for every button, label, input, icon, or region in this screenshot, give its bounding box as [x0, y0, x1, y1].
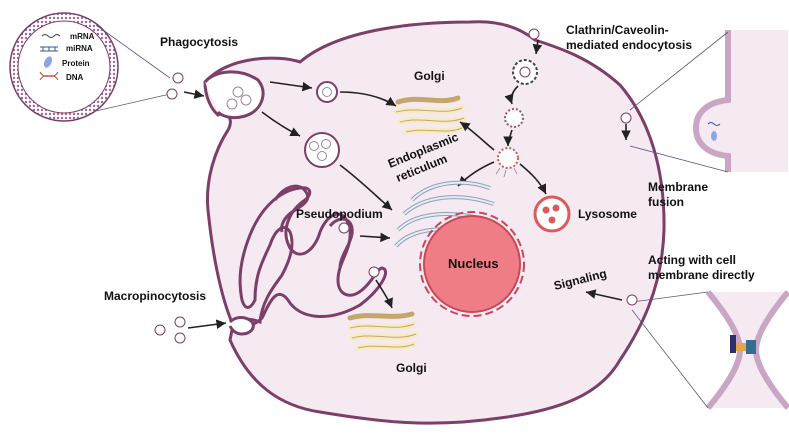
- nuclear-envelope: [419, 211, 525, 317]
- extracellular-vesicle: [172, 72, 184, 84]
- lysosome: [533, 195, 571, 233]
- protein-icon: [43, 56, 53, 68]
- endosome: [497, 147, 519, 169]
- membrane-fusion-label-line2: fusion: [648, 195, 684, 209]
- golgi-bottom-label: Golgi: [396, 361, 427, 375]
- clathrin-label-line2: mediated endocytosis: [566, 38, 692, 52]
- ligand-icon: [736, 343, 746, 351]
- phagocytic-particle: [226, 98, 238, 110]
- coated-vesicle: [504, 108, 524, 128]
- pseudopodium-arm: [328, 217, 354, 269]
- pseudopodium-arm: [273, 184, 310, 233]
- macropinocytosis-label: Macropinocytosis: [104, 289, 206, 303]
- legend-mrna-item: mRNA: [41, 32, 95, 41]
- trapped-vesicle: [338, 222, 350, 234]
- nucleus: [423, 215, 521, 313]
- receptor-icon: [730, 335, 736, 353]
- lysosome-content: [548, 216, 556, 224]
- extracellular-vesicle: [154, 324, 166, 336]
- legend-dna-item: DNA: [39, 71, 84, 82]
- extracellular-vesicle: [174, 332, 186, 344]
- signaling-vesicle: [626, 294, 638, 306]
- legend-mirna-item: miRNA: [40, 44, 93, 53]
- phagosome-cargo: [317, 151, 327, 161]
- phagosome-small-cargo: [322, 87, 332, 97]
- legend-protein-label: Protein: [62, 59, 90, 68]
- lysosome-content: [552, 204, 560, 212]
- dna-icon: [39, 71, 59, 81]
- extracellular-vesicle: [166, 88, 178, 100]
- legend-protein-item: Protein: [43, 56, 90, 68]
- macropinocytic-cup: [228, 316, 255, 336]
- phagocytic-particle: [240, 94, 252, 106]
- lysosome-content: [542, 206, 550, 214]
- extracellular-vesicle-inset: [9, 12, 171, 122]
- legend-mrna-label: mRNA: [70, 32, 95, 41]
- mrna-icon: [41, 34, 61, 38]
- phagosome-cargo: [309, 141, 319, 151]
- mrna-icon: [707, 122, 721, 126]
- trapped-vesicle: [368, 266, 380, 278]
- phagocytic-particle: [232, 86, 244, 98]
- golgi-apparatus-top: [393, 95, 467, 135]
- phagosome-large: [304, 132, 340, 168]
- fusing-vesicle: [620, 112, 632, 124]
- golgi-apparatus-bottom: [347, 311, 419, 351]
- clathrin-cargo: [519, 66, 531, 78]
- receptor-icon: [746, 340, 756, 354]
- acting-label-line1: Acting with cell: [648, 253, 736, 267]
- protein-icon: [711, 131, 717, 141]
- incoming-vesicle: [528, 28, 540, 40]
- mirna-icon: [40, 46, 58, 52]
- legend-mirna-label: miRNA: [66, 44, 93, 53]
- signaling-inset: [631, 290, 789, 410]
- extracellular-vesicle: [174, 316, 186, 328]
- acting-label-line2: membrane directly: [648, 268, 755, 282]
- phagocytosis-label: Phagocytosis: [160, 35, 238, 49]
- nucleus-label: Nucleus: [448, 256, 499, 271]
- golgi-top-label: Golgi: [414, 69, 445, 83]
- membrane-fusion-label-line1: Membrane: [648, 180, 708, 194]
- clathrin-label-line1: Clathrin/Caveolin-: [566, 23, 669, 37]
- legend-dna-label: DNA: [66, 73, 84, 82]
- pseudopodium-label: Pseudopodium: [296, 207, 383, 221]
- phagosome-cargo: [321, 139, 331, 149]
- cell-body: [203, 20, 666, 425]
- membrane-fusion-inset: [629, 30, 788, 173]
- lysosome-label: Lysosome: [578, 207, 637, 221]
